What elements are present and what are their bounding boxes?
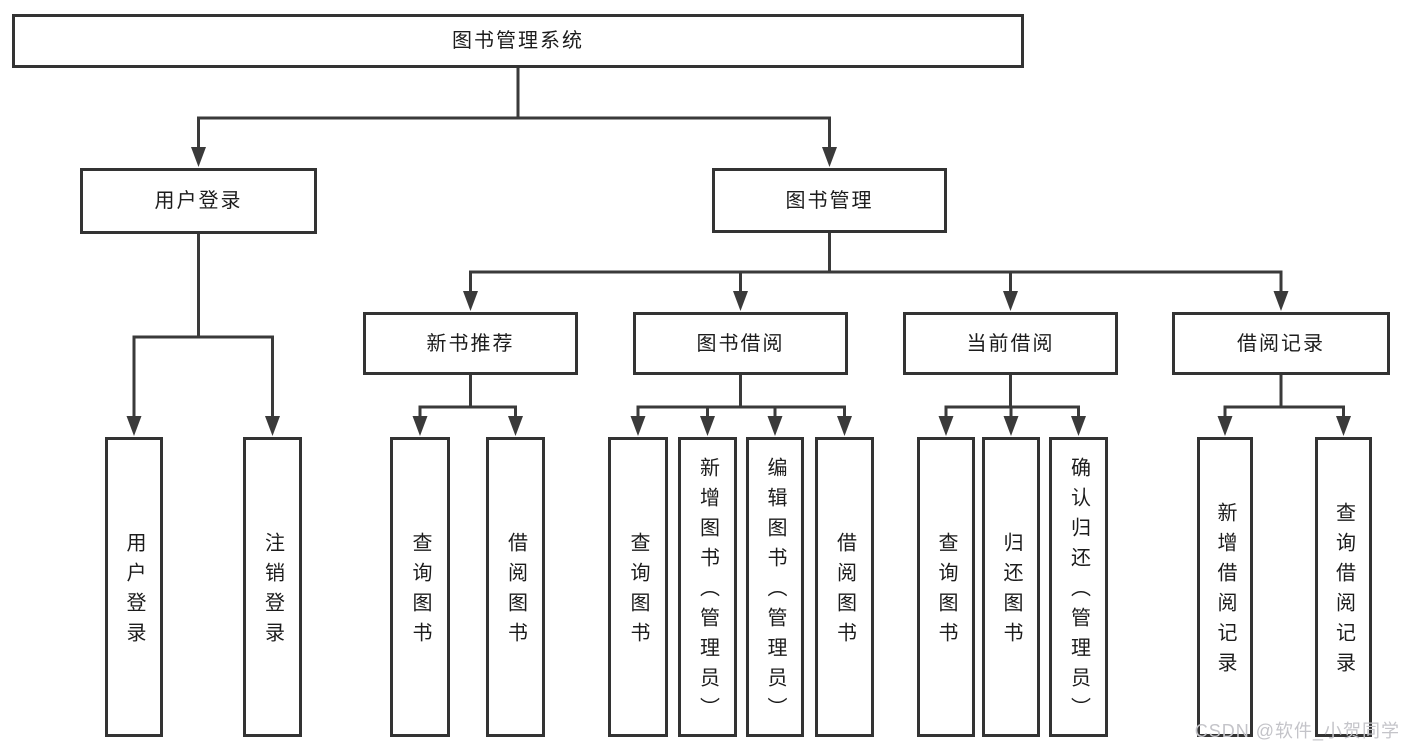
arrowhead-down-icon — [1003, 291, 1018, 311]
node-label: 图书管理系统 — [452, 30, 584, 52]
arrowhead-down-icon — [463, 291, 478, 311]
node-new-book-rec: 新书推荐 — [363, 312, 578, 375]
node-leaf-bw-query: 查询图书 — [608, 437, 668, 737]
node-book-borrow: 图书借阅 — [633, 312, 848, 375]
node-label: 新书推荐 — [426, 332, 515, 355]
arrowhead-down-icon — [1217, 416, 1233, 436]
node-label: 用户登录 — [154, 190, 243, 212]
node-leaf-rec-query: 查询借阅记录 — [1315, 437, 1372, 737]
node-borrow-records: 借阅记录 — [1172, 312, 1390, 375]
arrowhead-down-icon — [1003, 416, 1019, 436]
node-label: 图书借阅 — [696, 332, 785, 355]
node-leaf-user-login: 用户登录 — [105, 437, 163, 737]
node-leaf-cur-return: 归还图书 — [982, 437, 1040, 737]
node-leaf-bw-borrow: 借阅图书 — [815, 437, 874, 737]
node-label: 用户登录 — [123, 532, 145, 652]
arrowhead-down-icon — [1336, 416, 1351, 436]
node-leaf-cur-query: 查询图书 — [917, 437, 975, 737]
node-system: 图书管理系统 — [12, 14, 1024, 68]
node-label: 图书管理 — [785, 189, 874, 212]
node-leaf-bw-add: 新增图书（管理员） — [678, 437, 737, 737]
arrowhead-down-icon — [1273, 291, 1289, 311]
node-label: 新增图书（管理员） — [696, 457, 719, 727]
node-label: 借阅图书 — [504, 532, 527, 652]
arrowhead-down-icon — [938, 416, 954, 436]
node-leaf-nb-borrow: 借阅图书 — [486, 437, 545, 737]
arrowhead-down-icon — [767, 416, 783, 436]
node-label: 归还图书 — [1000, 532, 1022, 652]
node-label: 查询图书 — [935, 532, 957, 652]
watermark: CSDN @软件_小贺同学 — [1194, 721, 1400, 741]
node-label: 当前借阅 — [966, 332, 1055, 355]
arrowhead-down-icon — [191, 147, 206, 167]
arrowhead-down-icon — [837, 416, 852, 436]
arrowhead-down-icon — [412, 416, 428, 436]
node-label: 编辑图书（管理员） — [764, 457, 786, 727]
node-leaf-rec-add: 新增借阅记录 — [1197, 437, 1253, 737]
arrowhead-down-icon — [733, 291, 748, 311]
node-book-mgmt: 图书管理 — [712, 168, 947, 233]
node-label: 注销登录 — [261, 532, 284, 652]
arrowhead-down-icon — [1071, 416, 1086, 436]
node-leaf-logout: 注销登录 — [243, 437, 302, 737]
node-user-login-group: 用户登录 — [80, 168, 317, 234]
node-label: 查询图书 — [627, 532, 649, 652]
node-label: 借阅图书 — [833, 532, 856, 652]
arrowhead-down-icon — [630, 416, 646, 436]
node-label: 确认归还（管理员） — [1067, 457, 1090, 727]
arrowhead-down-icon — [126, 416, 142, 436]
arrowhead-down-icon — [700, 416, 715, 436]
node-leaf-nb-query: 查询图书 — [390, 437, 450, 737]
node-label: 新增借阅记录 — [1214, 502, 1236, 682]
node-label: 查询借阅记录 — [1332, 502, 1355, 682]
arrowhead-down-icon — [265, 416, 280, 436]
node-label: 借阅记录 — [1237, 332, 1325, 355]
arrowhead-down-icon — [508, 416, 523, 436]
node-leaf-cur-confirm: 确认归还（管理员） — [1049, 437, 1108, 737]
node-leaf-bw-edit: 编辑图书（管理员） — [746, 437, 804, 737]
node-label: 查询图书 — [409, 532, 431, 652]
arrowhead-down-icon — [822, 147, 837, 167]
node-current-borrow: 当前借阅 — [903, 312, 1118, 375]
